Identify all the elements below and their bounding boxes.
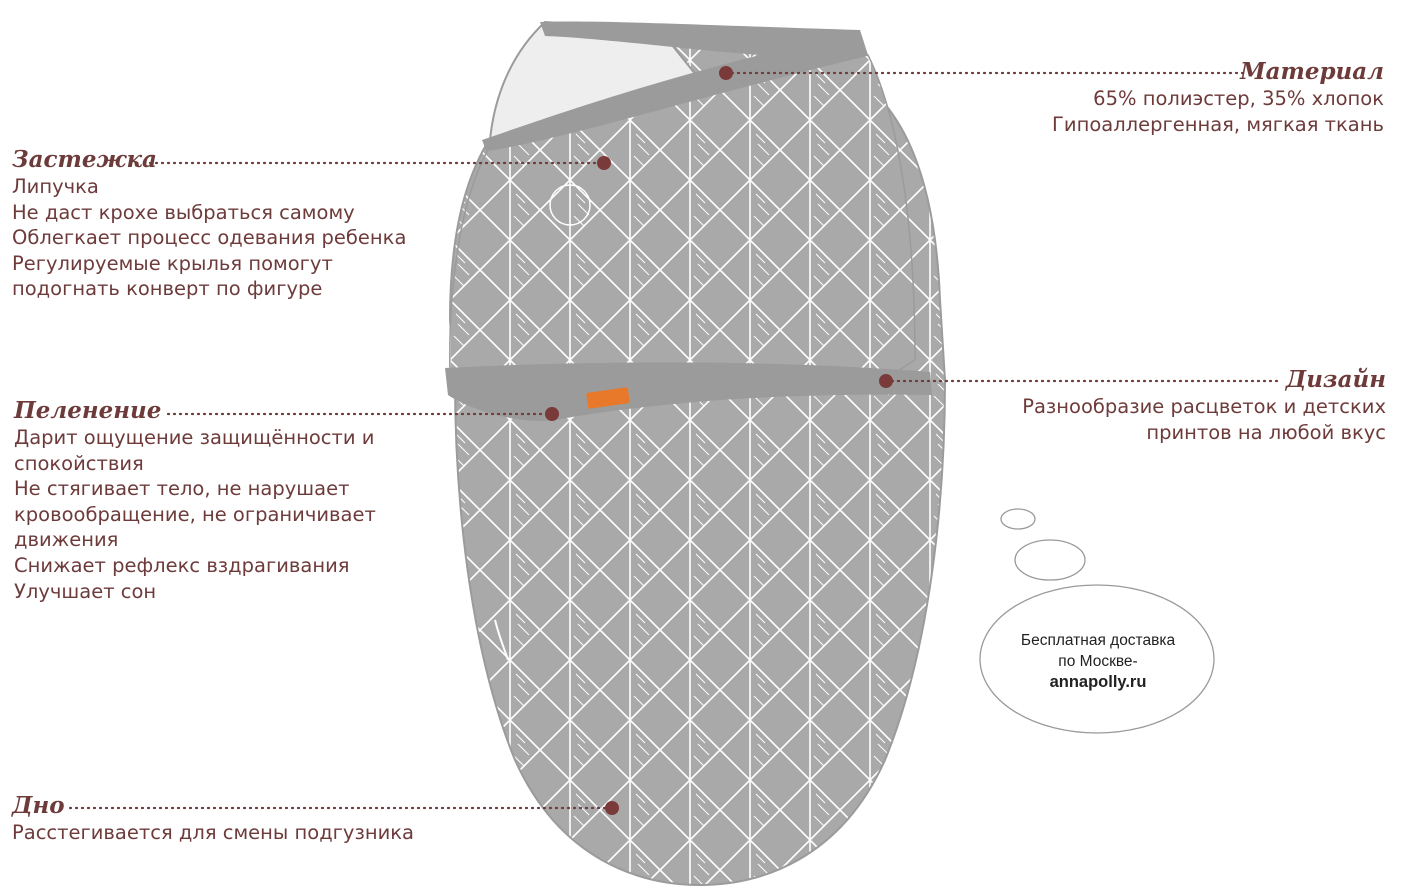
swaddling-line: кровообращение, не ограничивает: [14, 502, 376, 526]
bubble-small: [1000, 508, 1036, 530]
bubble-text: Бесплатная доставка по Москве- annapolly…: [982, 630, 1214, 693]
upper-flap: [449, 54, 916, 383]
swaddling-lines: Дарит ощущение защищённости и спокойстви…: [14, 425, 376, 604]
top-wrap-band: [482, 21, 868, 160]
dot-design: [879, 374, 893, 388]
feature-bottom: Дно Расстегивается для смены подгузника: [12, 792, 414, 846]
swaddling-line: Дарит ощущение защищённости и: [14, 426, 375, 449]
callout-leaders: [68, 71, 1282, 810]
bottom-line: Расстегивается для смены подгузника: [12, 821, 414, 844]
feature-design: Дизайн Разнообразие расцветок и детских …: [1022, 366, 1386, 445]
design-lines: Разнообразие расцветок и детских принтов…: [1022, 394, 1386, 445]
feature-fastener: Застежка Липучка Не даст крохе выбраться…: [12, 146, 406, 302]
bottom-title: Дно: [12, 792, 65, 819]
design-line: Разнообразие расцветок и детских: [1022, 395, 1386, 418]
swaddling-title: Пеленение: [14, 397, 162, 424]
dot-fastener: [597, 156, 611, 170]
thought-bubble: [979, 508, 1215, 734]
design-line: принтов на любой вкус: [1146, 420, 1386, 444]
bubble-medium: [1014, 539, 1086, 581]
fastener-line: Не даст крохе выбраться самому: [12, 200, 355, 224]
fastener-line: подогнать конверт по фигуре: [12, 277, 323, 301]
bubble-site-link[interactable]: annapolly.ru: [1049, 673, 1147, 691]
dot-swaddling: [545, 407, 559, 421]
swaddling-line: спокойствия: [14, 451, 144, 475]
swaddling-line: Снижает рефлекс вздрагивания: [14, 553, 350, 577]
brand-tag: [586, 387, 630, 409]
swaddle-envelope: [445, 20, 947, 887]
fastener-line: Липучка: [12, 175, 99, 198]
design-title: Дизайн: [1285, 366, 1386, 393]
dot-bottom: [605, 801, 619, 815]
material-title: Материал: [1240, 58, 1384, 85]
material-lines: 65% полиэстер, 35% хлопок Гипоаллергенна…: [1052, 86, 1384, 137]
bubble-main: [979, 584, 1215, 734]
swaddling-line: движения: [14, 528, 119, 552]
swaddling-line: Улучшает сон: [14, 579, 157, 603]
material-line: 65% полиэстер, 35% хлопок: [1093, 87, 1384, 110]
bubble-line-1: Бесплатная доставка: [1020, 632, 1176, 649]
bottom-lines: Расстегивается для смены подгузника: [12, 820, 414, 846]
side-zipper: [494, 619, 509, 661]
dot-material: [719, 66, 733, 80]
fastener-title: Застежка: [12, 146, 157, 173]
feature-material: Материал 65% полиэстер, 35% хлопок Гипоа…: [1052, 58, 1384, 137]
fastener-line: Облегкает процесс одевания ребенка: [12, 226, 407, 250]
middle-wrap-band: [445, 362, 932, 421]
callout-dots: [545, 66, 893, 815]
bubble-line-2: по Москве-: [1058, 653, 1138, 670]
material-line: Гипоаллергенная, мягкая ткань: [1052, 112, 1384, 136]
fastener-lines: Липучка Не даст крохе выбраться самому О…: [12, 174, 406, 302]
brand-logo-icon: [549, 184, 591, 226]
feature-swaddling: Пеленение Дарит ощущение защищённости и …: [14, 397, 376, 604]
swaddling-line: Не стягивает тело, не нарушает: [14, 477, 350, 501]
fastener-line: Регулируемые крылья помогут: [12, 251, 333, 275]
